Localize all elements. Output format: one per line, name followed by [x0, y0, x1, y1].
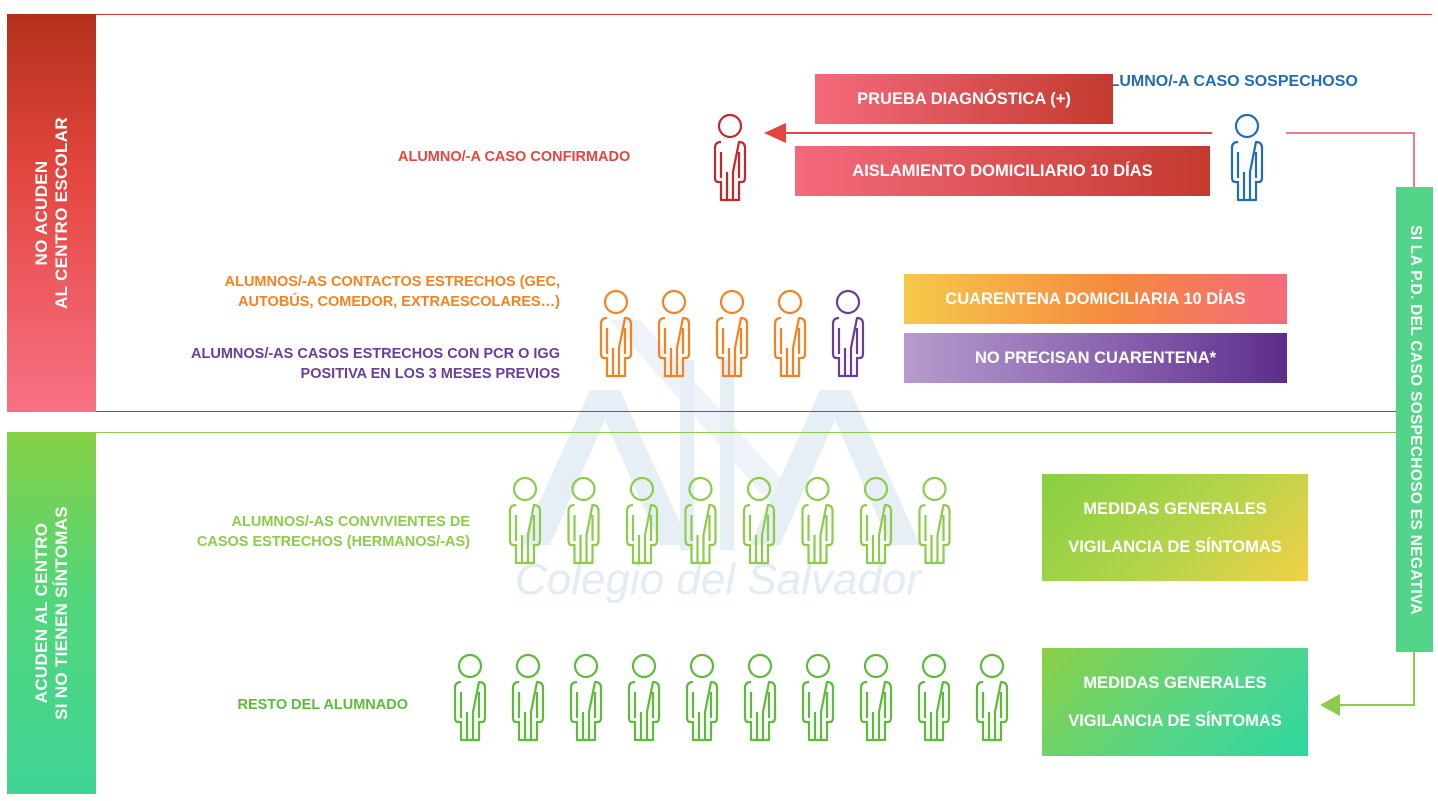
person-icon	[567, 476, 600, 565]
middle-green-line	[96, 432, 1396, 433]
middle-red-line	[96, 411, 1396, 412]
person-icon	[1230, 113, 1264, 202]
person-icon	[801, 476, 834, 565]
person-icon	[453, 653, 487, 742]
suspect-person-icon	[1225, 112, 1271, 202]
arrow-left-green-icon	[1320, 694, 1340, 716]
top-red-line	[96, 14, 1432, 15]
home-isolation-box: AISLAMIENTO DOMICILIARIO 10 DÍAS	[795, 146, 1210, 196]
rest-people	[448, 652, 1016, 742]
person-icon	[685, 653, 719, 742]
negative-result-band: SI LA P.D. DEL CASO SOSPECHOSO ES NEGATI…	[1396, 187, 1433, 652]
no-quarantine-box: NO PRECISAN CUARENTENA*	[904, 333, 1287, 383]
person-icon	[511, 653, 545, 742]
close-contacts-people	[594, 288, 814, 378]
person-icon	[801, 653, 835, 742]
cohabitants-measures-box: MEDIDAS GENERALES VIGILANCIA DE SÍNTOMAS	[1042, 474, 1308, 581]
person-icon	[715, 289, 749, 378]
person-icon	[599, 289, 633, 378]
person-icon	[627, 653, 661, 742]
close-contacts-label: ALUMNOS/-AS CONTACTOS ESTRECHOS (GEC,AUT…	[224, 274, 560, 310]
confirmed-label: ALUMNO/-A CASO CONFIRMADO	[398, 149, 631, 165]
home-quarantine-box: CUARENTENA DOMICILIARIA 10 DÍAS	[904, 274, 1287, 324]
person-icon	[917, 653, 951, 742]
person-icon	[859, 476, 893, 565]
rest-label: RESTO DEL ALUMNADO	[237, 697, 408, 713]
arrow-left-red-icon	[764, 123, 786, 143]
prior-positive-people	[826, 288, 872, 378]
cohabitants-people	[503, 475, 959, 565]
person-icon	[859, 653, 893, 742]
person-icon	[508, 476, 542, 565]
person-icon	[569, 653, 603, 742]
person-icon	[773, 289, 807, 378]
person-icon	[684, 476, 717, 565]
suspect-label: ALUMNO/-A CASO SOSPECHOSO	[1098, 73, 1358, 90]
person-icon	[713, 113, 747, 202]
rest-measures-box: MEDIDAS GENERALES VIGILANCIA DE SÍNTOMAS	[1042, 648, 1308, 756]
person-icon	[657, 289, 691, 378]
prior-positive-label: ALUMNOS/-AS CASOS ESTRECHOS CON PCR O IG…	[191, 346, 560, 382]
person-icon	[831, 289, 865, 378]
person-icon	[625, 476, 659, 565]
person-icon	[918, 476, 951, 565]
confirmed-person-icon	[708, 112, 754, 202]
person-icon	[975, 653, 1009, 742]
person-icon	[742, 476, 776, 565]
diagnostic-test-box: PRUEBA DIAGNÓSTICA (+)	[815, 74, 1113, 124]
person-icon	[743, 653, 777, 742]
